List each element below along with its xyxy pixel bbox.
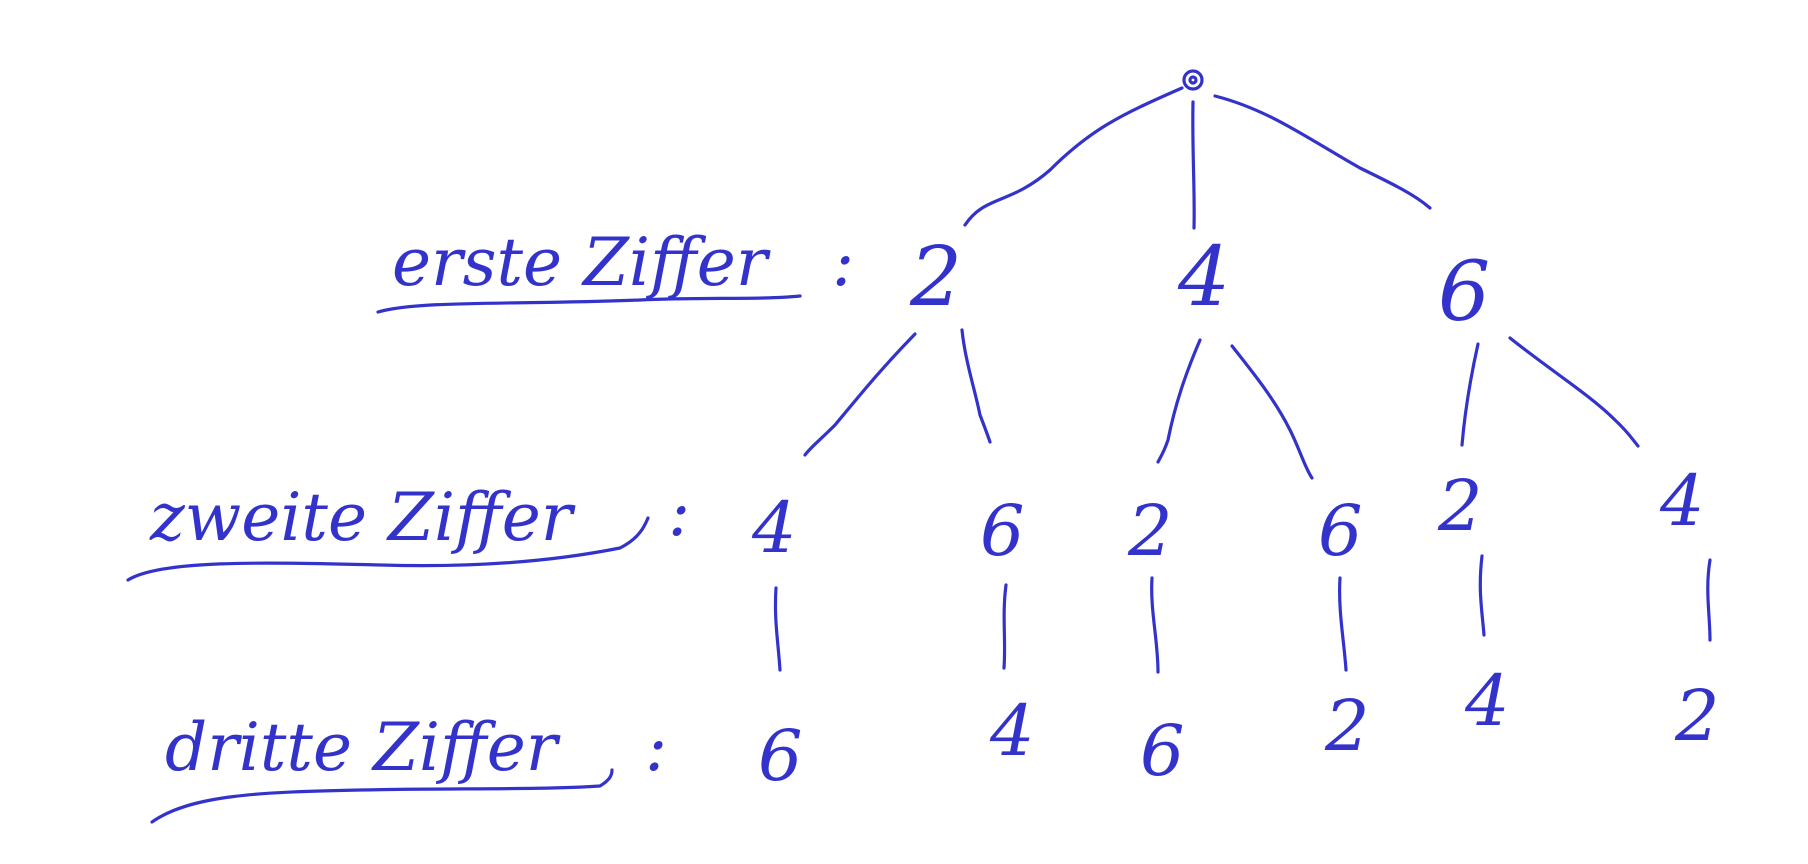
root-dot-inner	[1188, 75, 1198, 85]
level-1-label: erste Ziffer	[392, 224, 771, 301]
level-3-digit-2: 4	[989, 690, 1035, 772]
edges-level-2	[803, 328, 1640, 480]
edge-6-4-third	[1002, 583, 1008, 670]
edge-4-6-third	[773, 586, 782, 672]
edge-4-6	[1230, 344, 1314, 480]
edge-4-2	[1156, 338, 1202, 464]
level-3-underline	[150, 768, 614, 824]
edge-2-6-third	[1150, 576, 1160, 674]
level-2-digit-1: 4	[751, 487, 797, 569]
root-node	[1182, 69, 1204, 91]
level-2-row: zweite Ziffer : 4 6 2 6 2 4	[126, 460, 1705, 582]
level-3-colon: :	[645, 709, 667, 786]
level-3-label: dritte Ziffer	[165, 709, 561, 786]
level-3-digit-5: 4	[1464, 660, 1510, 742]
level-2-digit-3: 2	[1127, 490, 1173, 572]
level-3-row: dritte Ziffer : 6 4 6 2 4 2	[150, 660, 1720, 824]
edge-2-4	[803, 332, 917, 457]
level-1-digit-3: 6	[1438, 245, 1490, 340]
edge-root-6	[1213, 94, 1432, 210]
edge-6-2	[1460, 342, 1480, 447]
level-2-colon: :	[668, 474, 690, 551]
edges-level-1	[963, 86, 1432, 230]
level-2-underline	[126, 516, 650, 582]
edge-root-4	[1191, 100, 1196, 230]
level-2-label: zweite Ziffer	[149, 479, 576, 556]
level-1-underline	[376, 294, 802, 314]
edge-4-2-third	[1706, 558, 1712, 642]
level-1-digit-2: 4	[1177, 230, 1230, 325]
level-1-digit-1: 2	[909, 230, 962, 325]
level-2-digit-2: 6	[980, 490, 1025, 572]
edge-2-4-third	[1478, 554, 1486, 637]
level-2-digit-6: 4	[1659, 460, 1705, 542]
edge-6-2-third	[1338, 576, 1348, 672]
edges-level-3	[773, 554, 1712, 674]
level-1-colon: :	[832, 224, 854, 301]
edge-root-2	[963, 86, 1184, 227]
edge-6-4	[1508, 336, 1640, 448]
level-3-digit-1: 6	[758, 715, 803, 797]
level-2-digit-5: 2	[1437, 465, 1483, 547]
level-3-digit-3: 6	[1140, 710, 1185, 792]
edge-2-6	[960, 328, 992, 444]
root-dot	[1182, 69, 1204, 91]
level-1-row: erste Ziffer : 2 4 6	[376, 224, 1490, 340]
level-2-digit-4: 6	[1318, 490, 1363, 572]
level-3-digit-6: 2	[1674, 675, 1720, 757]
level-3-digit-4: 2	[1324, 685, 1370, 767]
